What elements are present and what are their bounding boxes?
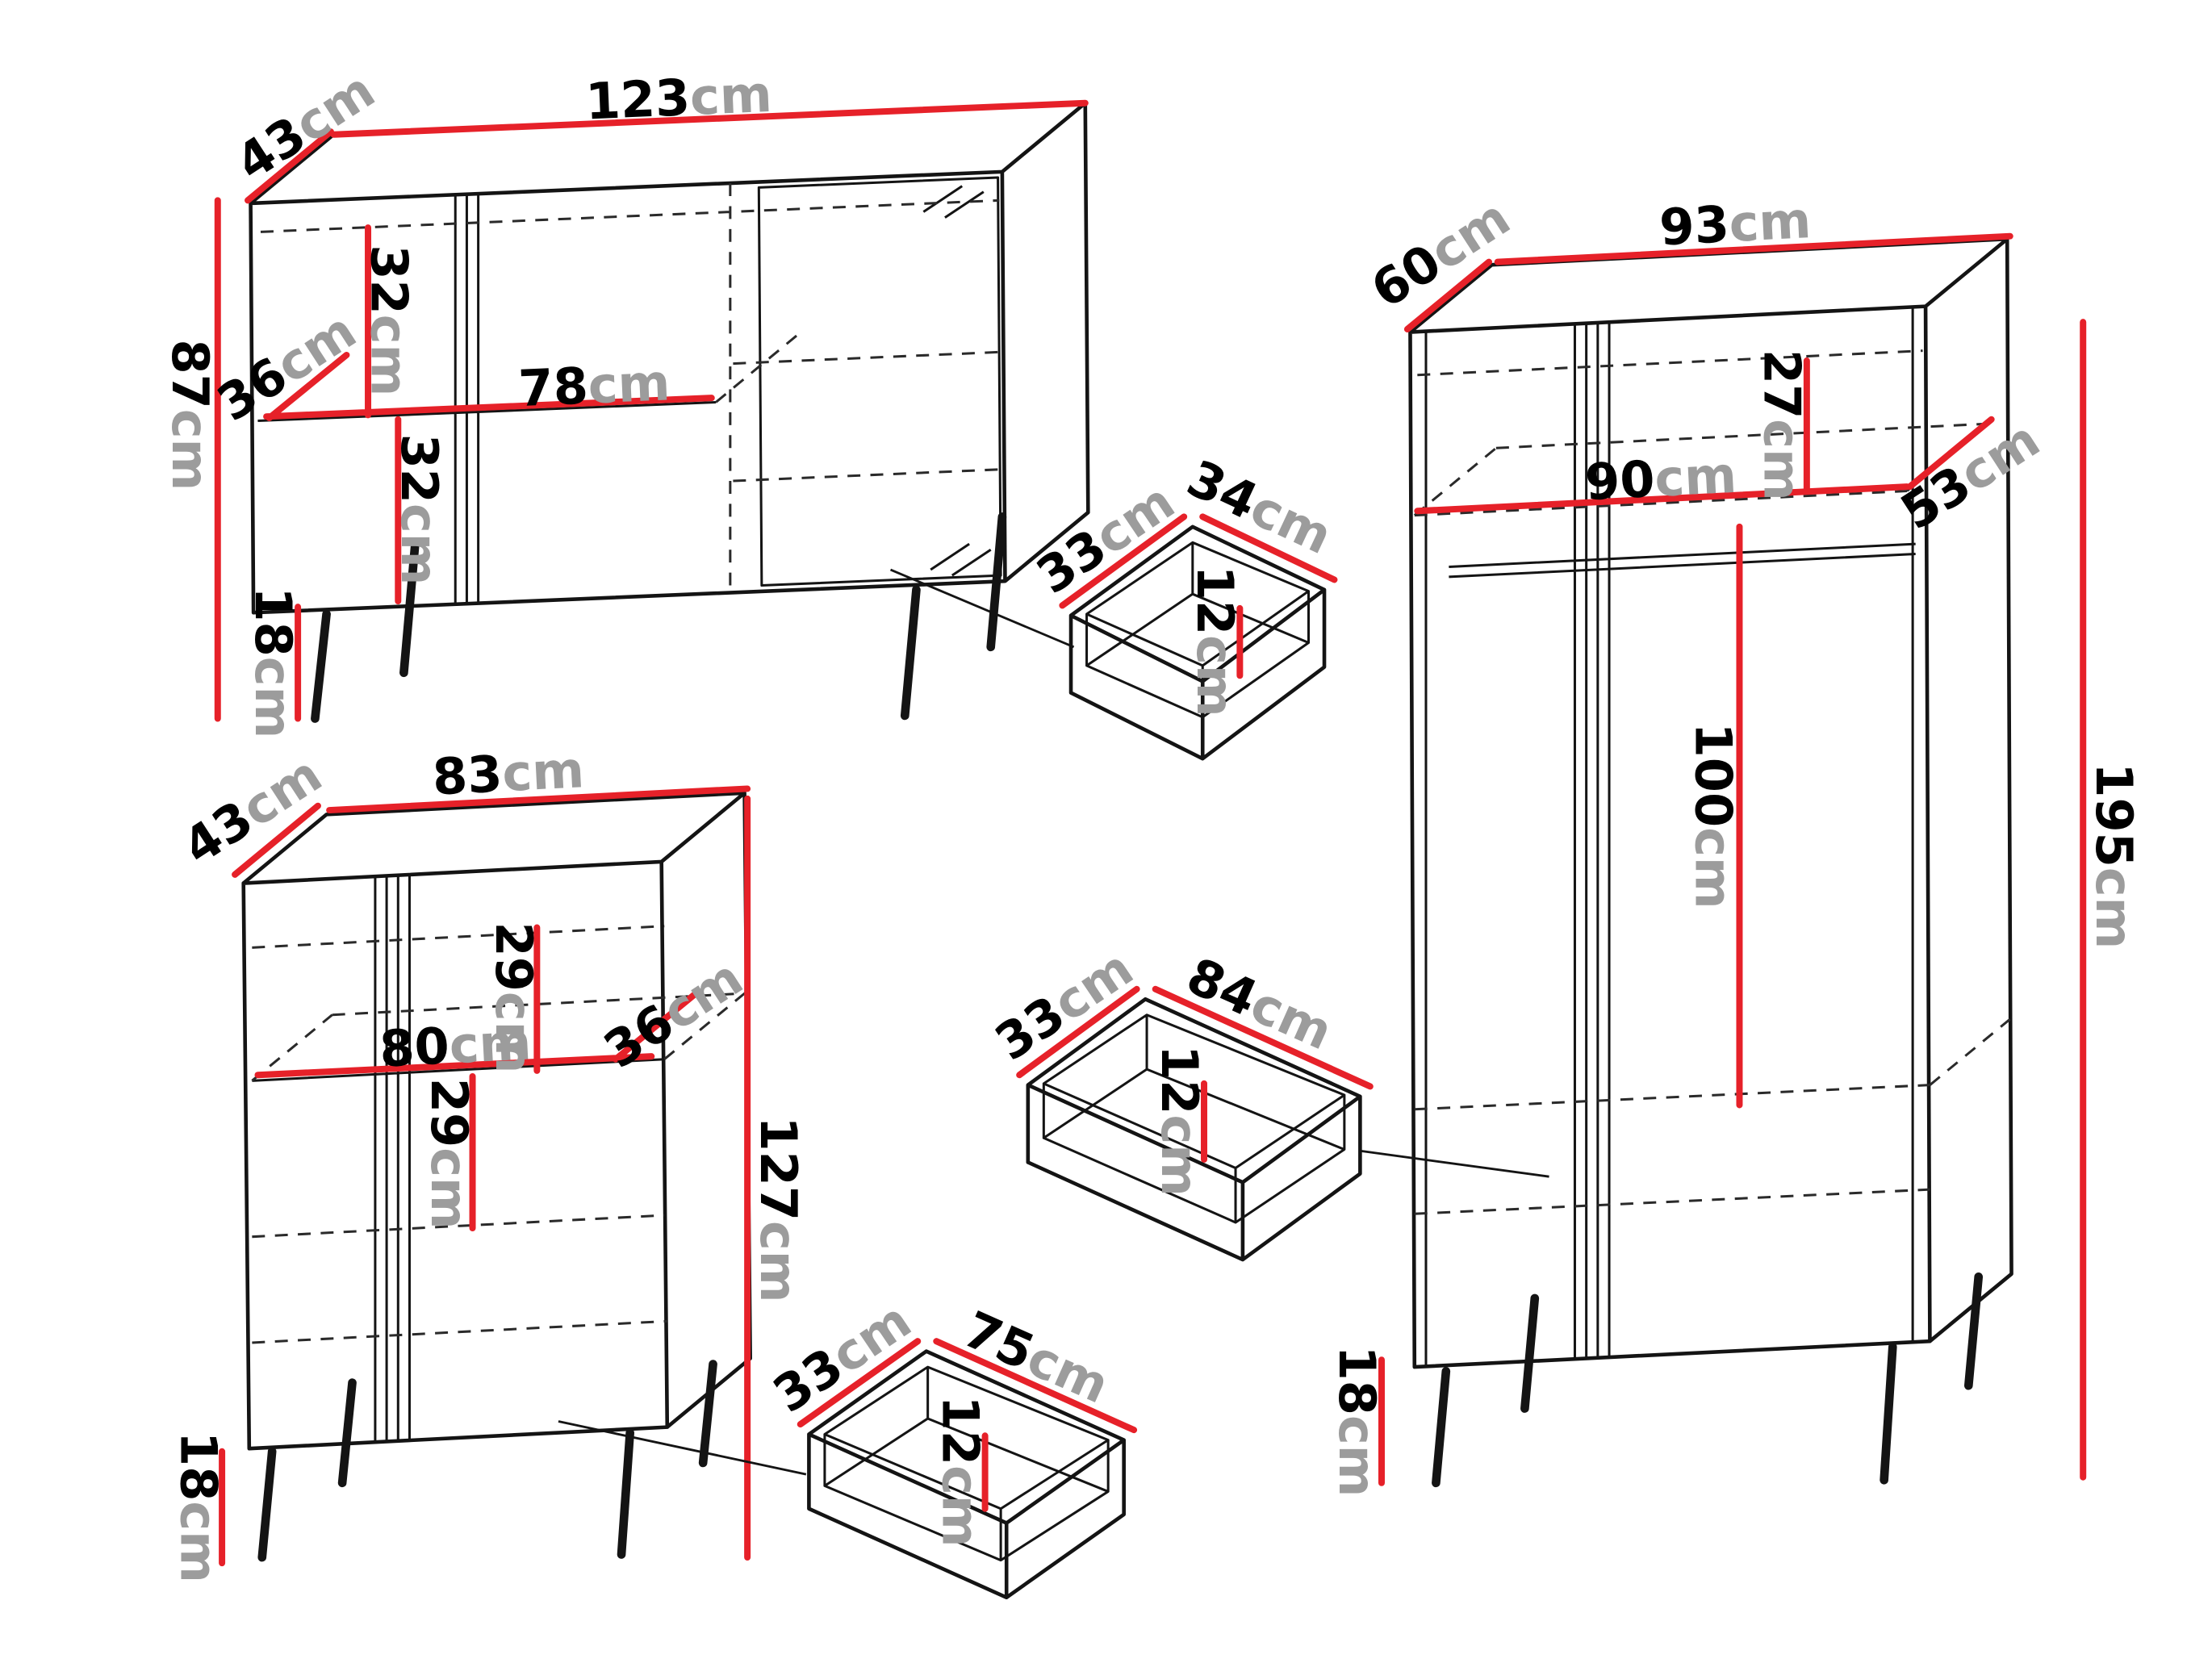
drawer-medium-box [807, 1349, 1126, 1600]
wardrobe-hanging-height-label: 100cm [1684, 723, 1743, 909]
drawer-wide-box [1026, 997, 1362, 1262]
unit: cm [688, 64, 772, 126]
unit: cm [500, 740, 585, 803]
value: 127 [750, 1116, 809, 1221]
unit: cm [448, 1012, 533, 1075]
cabinet-drawing: 43cm 83cm 127cm 29cm 80cm 36cm 29cm 18cm [169, 740, 808, 1583]
unit: cm [750, 1221, 809, 1302]
cabinet-drawer-leader-line [558, 1420, 807, 1476]
sideboard-height-label: 87cm [161, 340, 220, 491]
value: 18 [169, 1431, 228, 1501]
unit: cm [1753, 419, 1812, 500]
unit: cm [2085, 867, 2144, 949]
wardrobe-drawing: 60cm 93cm 195cm 27cm 90cm 53cm 100cm 18c… [1328, 187, 2143, 1497]
unit: cm [1328, 1415, 1386, 1497]
unit: cm [420, 1147, 479, 1229]
value: 123 [584, 68, 692, 131]
sideboard-legs [311, 512, 1007, 723]
sideboard-depth-label: 43cm [225, 60, 384, 192]
wardrobe-dimension-lines [1378, 232, 2087, 1486]
unit: cm [1150, 1114, 1209, 1196]
value: 18 [244, 587, 303, 656]
cabinet-shelf-depth-label: 36cm [593, 947, 752, 1080]
value: 32 [390, 434, 449, 504]
sideboard-leg-height-label: 18cm [244, 587, 303, 738]
drawer-small-drawing: 33cm 34cm 12cm [1026, 448, 1341, 761]
unit: cm [1684, 827, 1743, 909]
sideboard-width-label: 123cm [584, 64, 773, 131]
wardrobe-leg-height-label: 18cm [1328, 1346, 1386, 1498]
wardrobe-door-details [1424, 307, 1916, 1366]
drawer-wide-width-label: 84cm [1179, 946, 1341, 1061]
sideboard-hidden-lines [260, 183, 1000, 593]
unit: cm [169, 1501, 228, 1582]
value: 12 [1186, 566, 1245, 635]
value: 100 [1684, 723, 1743, 828]
wardrobe-width-label: 93cm [1658, 190, 1812, 257]
value: 12 [1150, 1045, 1209, 1114]
wardrobe-top-section-label: 27cm [1753, 349, 1812, 501]
value: 83 [431, 744, 504, 806]
wardrobe-interior-width-label: 90cm [1583, 445, 1737, 511]
drawer-medium-interior [823, 1365, 1110, 1562]
value: 195 [2085, 763, 2144, 867]
cabinet-height-label: 127cm [750, 1116, 809, 1302]
unit: cm [360, 315, 419, 396]
sideboard-dimension-lines [214, 99, 1089, 722]
value: 29 [420, 1078, 479, 1147]
cabinet-leg-height-label: 18cm [169, 1431, 228, 1583]
cabinet-body [241, 791, 752, 1451]
value: 87 [161, 340, 220, 409]
cabinet-door-details [252, 874, 665, 1444]
sideboard-top-section-label: 32cm [360, 244, 419, 396]
drawer-medium-drawing: 33cm 75cm 12cm [763, 1290, 1138, 1600]
unit: cm [161, 409, 220, 491]
sideboard-shelf-width-label: 78cm [517, 353, 671, 418]
unit: cm [390, 504, 449, 585]
wardrobe-height-label: 195cm [2085, 763, 2144, 949]
drawer-wide-height-label: 12cm [1150, 1045, 1209, 1197]
drawer-small-height-label: 12cm [1186, 566, 1245, 717]
cabinet-middle-section-label: 29cm [420, 1078, 479, 1230]
wardrobe-legs [1432, 1272, 1984, 1488]
drawer-small-depth-label: 33cm [1026, 471, 1185, 605]
unit: cm [1728, 190, 1813, 253]
value: 93 [1658, 194, 1730, 257]
value: 12 [931, 1396, 990, 1465]
cabinet-dimension-lines [219, 785, 751, 1567]
sideboard-drawer-leader-line [889, 568, 1075, 649]
unit: cm [244, 657, 303, 738]
cabinet-width-label: 83cm [431, 740, 585, 806]
wardrobe-shelf-depth-label: 53cm [1890, 409, 2049, 541]
drawer-wide-dimension-lines [1016, 985, 1374, 1163]
unit: cm [587, 353, 671, 415]
unit: cm [1654, 445, 1738, 508]
drawer-wide-leader-line [1360, 1149, 1549, 1178]
unit: cm [484, 992, 543, 1073]
value: 27 [1753, 349, 1812, 419]
cabinet-hidden-lines [251, 925, 746, 1344]
cabinet-legs [257, 1360, 717, 1562]
value: 80 [378, 1016, 451, 1078]
drawer-medium-dimension-lines [797, 1338, 1138, 1512]
sideboard-bottom-section-label: 32cm [390, 434, 449, 586]
value: 32 [360, 244, 419, 314]
value: 78 [517, 356, 589, 418]
unit: cm [931, 1465, 990, 1547]
cabinet-top-section-label: 29cm [484, 922, 543, 1074]
drawer-small-interior [1085, 541, 1311, 719]
drawer-medium-height-label: 12cm [931, 1396, 990, 1548]
value: 29 [484, 922, 543, 992]
value: 90 [1583, 449, 1656, 511]
drawer-wide-interior [1042, 1013, 1346, 1224]
cabinet-shelf-width-label: 80cm [378, 1012, 533, 1078]
value: 18 [1328, 1346, 1386, 1415]
drawer-small-dimension-lines [1059, 513, 1338, 679]
sideboard-drawing: 43cm 123cm 87cm 32cm 36cm 78cm 32cm 18cm [161, 60, 1090, 738]
unit: cm [1186, 635, 1245, 717]
